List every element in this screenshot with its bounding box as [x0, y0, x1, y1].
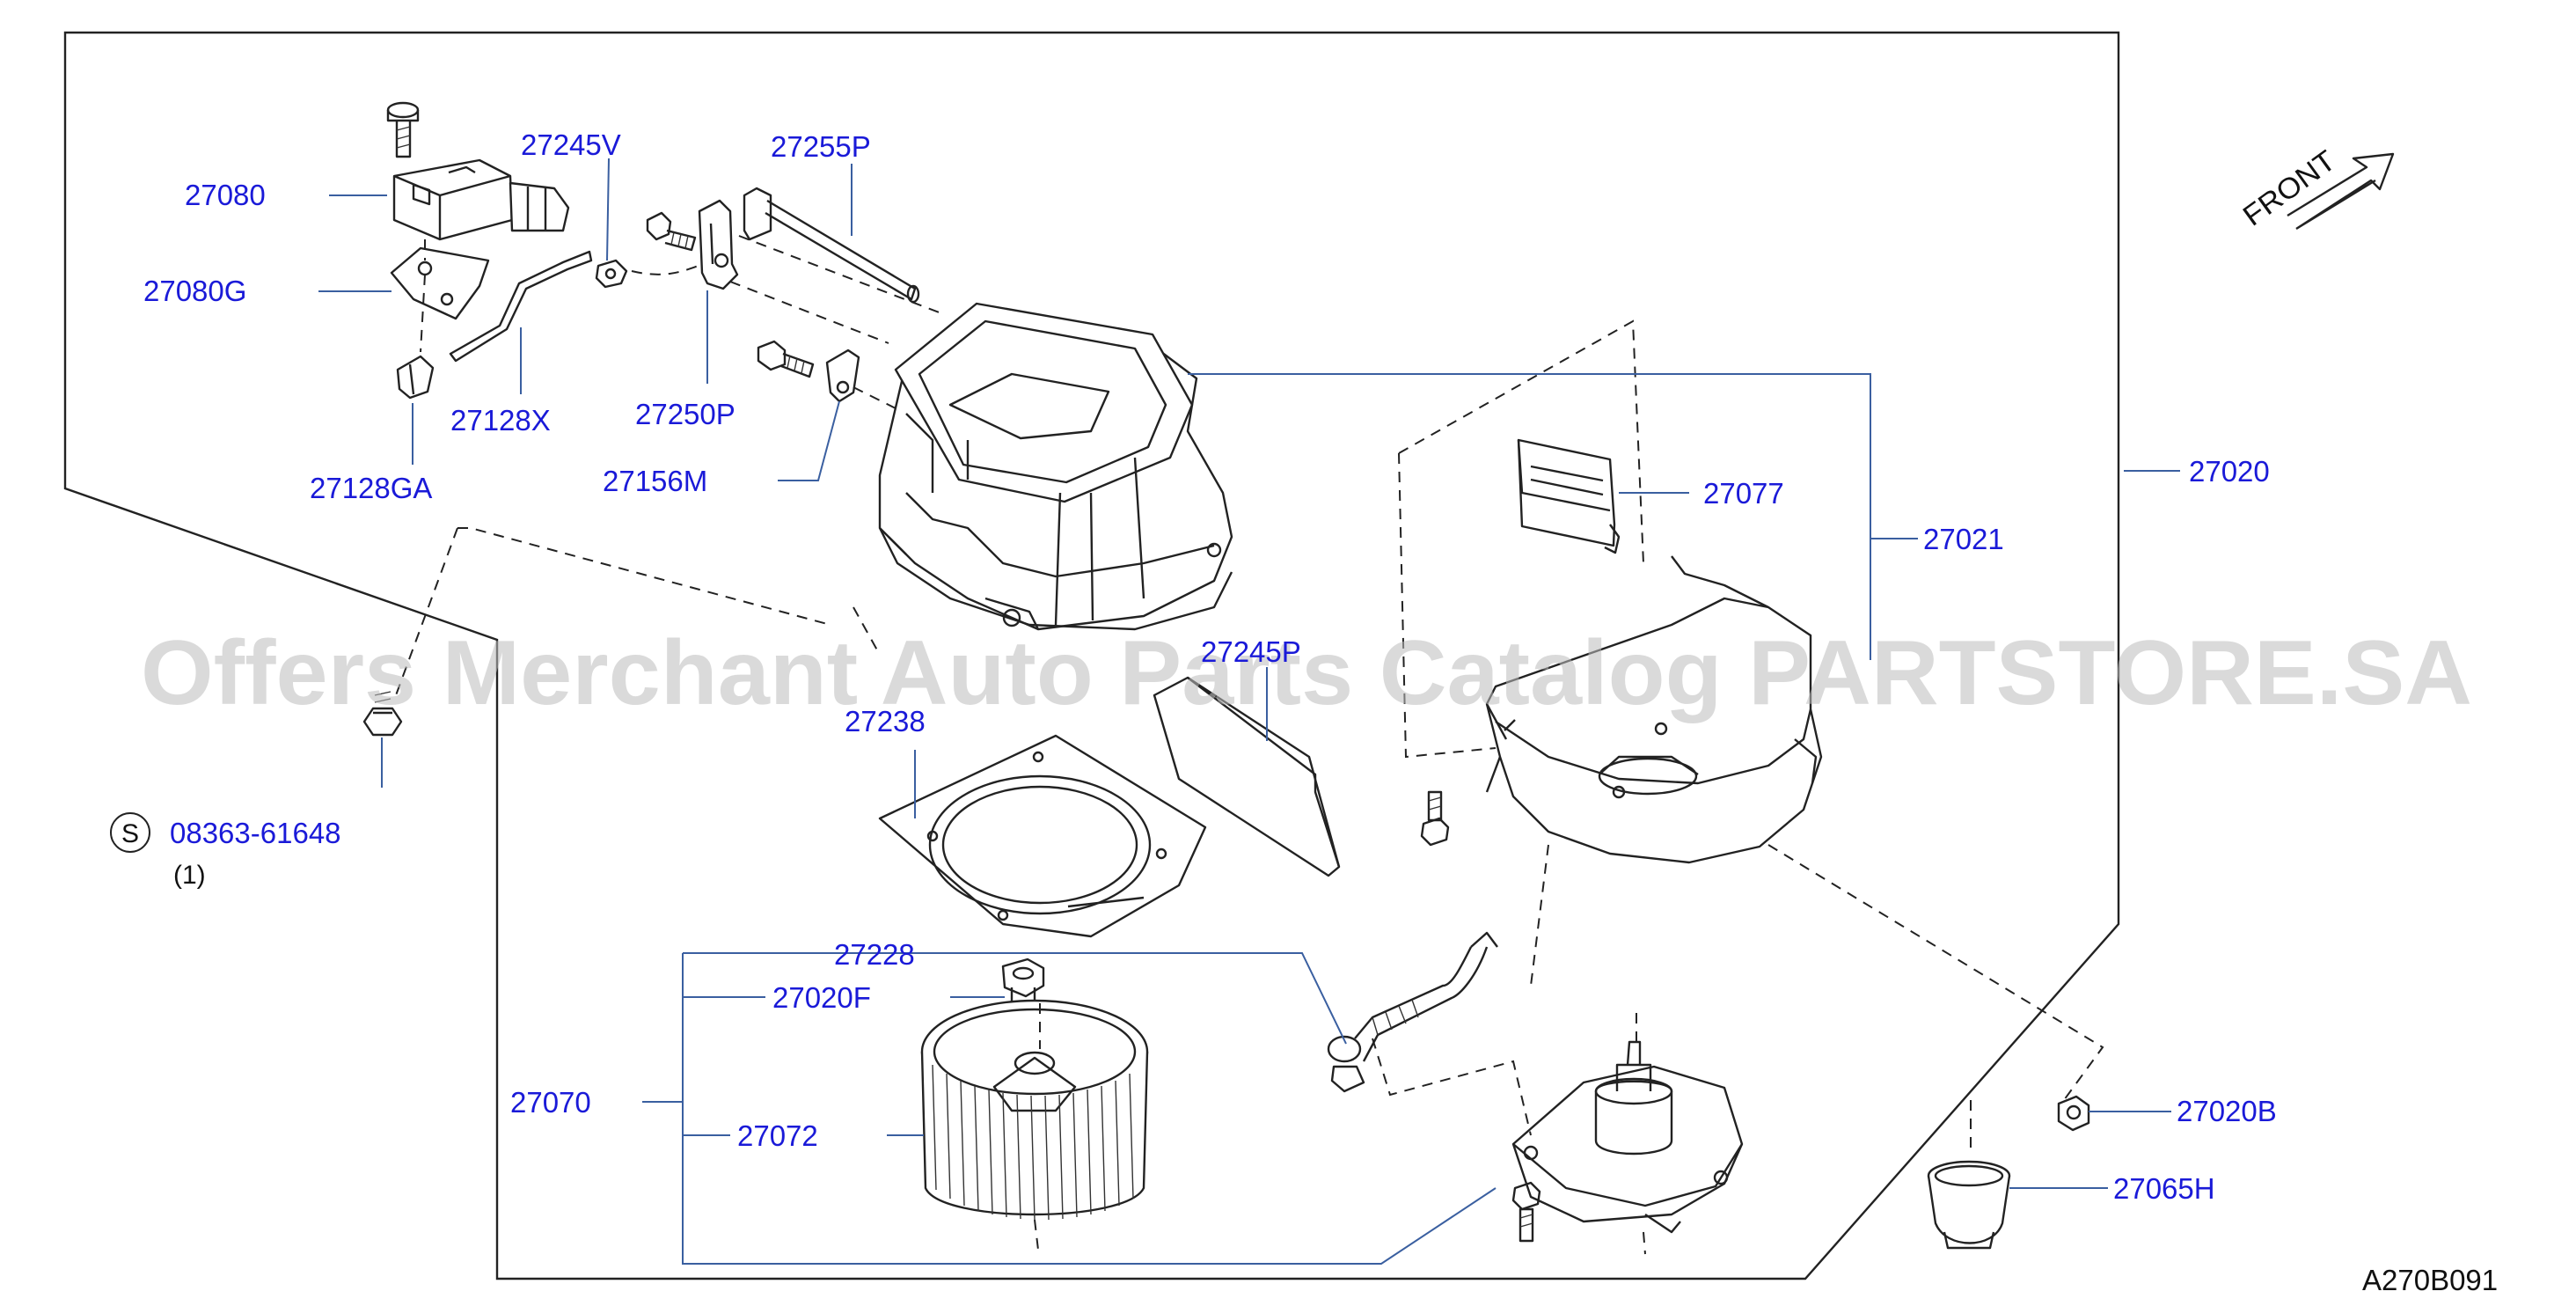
label-27255P[interactable]: 27255P	[771, 130, 871, 163]
watermark: Offers Merchant Auto Parts Catalog PARTS…	[141, 622, 2472, 724]
label-27156M[interactable]: 27156M	[603, 465, 707, 497]
clip-27128GA[interactable]	[396, 355, 435, 400]
label-27245P[interactable]: 27245P	[1201, 635, 1301, 668]
label-27021[interactable]: 27021	[1923, 523, 2004, 555]
nut-27020F[interactable]	[1001, 957, 1045, 1005]
label-27128X[interactable]: 27128X	[450, 404, 551, 437]
label-08363-61648[interactable]: 08363-61648	[170, 817, 341, 849]
motor-27070[interactable]	[1511, 1040, 1744, 1234]
bolt-27080	[386, 101, 420, 158]
label-27228[interactable]: 27228	[834, 938, 915, 971]
assembly-dash-top	[631, 235, 942, 415]
actuator-27080[interactable]	[392, 158, 570, 241]
leader-lines	[318, 158, 2180, 1265]
screw-lever	[646, 211, 697, 252]
diagram-frame	[63, 31, 2120, 1280]
door-27077[interactable]	[1517, 438, 1621, 554]
screw-08363-61648[interactable]	[362, 691, 403, 737]
label-27065H[interactable]: 27065H	[2113, 1172, 2215, 1205]
label-27238[interactable]: 27238	[845, 705, 926, 737]
s-mark: S	[121, 819, 139, 848]
label-27245V[interactable]: 27245V	[521, 128, 621, 161]
label-27077[interactable]: 27077	[1703, 477, 1784, 510]
front-label: FRONT	[2236, 143, 2341, 231]
diagram-ref: A270B091	[2362, 1264, 2498, 1296]
label-27080[interactable]: 27080	[185, 179, 266, 211]
case-dash-box	[1398, 319, 2104, 1101]
front-arrow-icon	[2287, 152, 2395, 231]
label-27250P[interactable]: 27250P	[635, 398, 735, 430]
label-27072[interactable]: 27072	[737, 1119, 818, 1152]
label-27020B[interactable]: 27020B	[2177, 1095, 2277, 1127]
label-27020[interactable]: 27020	[2189, 455, 2270, 488]
s-mark-circle	[110, 812, 150, 853]
dash-left	[395, 527, 881, 696]
intake-housing-27021[interactable]	[878, 302, 1233, 631]
cap-27065H[interactable]	[1927, 1160, 2011, 1250]
label-08363-qty: (1)	[173, 861, 206, 890]
label-08363-61648-group[interactable]: S 08363-61648 (1)	[110, 812, 341, 890]
fan-27072[interactable]	[920, 999, 1149, 1221]
clip-27245V[interactable]	[595, 259, 628, 289]
dash-lower	[1034, 1003, 1646, 1255]
harness-27228[interactable]	[1327, 931, 1498, 1093]
lever-27250P[interactable]	[698, 199, 739, 290]
label-27070[interactable]: 27070	[510, 1086, 591, 1119]
bracket-27080G[interactable]	[390, 239, 490, 353]
label-27020F[interactable]: 27020F	[772, 981, 871, 1014]
label-27080G[interactable]: 27080G	[143, 275, 246, 307]
nut-27020B[interactable]	[2057, 1095, 2090, 1132]
gasket-27238[interactable]	[878, 734, 1207, 938]
screw-motor	[1511, 1181, 1541, 1243]
link-rod-27255P[interactable]	[743, 187, 920, 304]
blower-case-27020[interactable]	[1485, 555, 1823, 864]
bolt-27156M[interactable]	[757, 340, 860, 403]
label-27128GA[interactable]: 27128GA	[310, 472, 432, 504]
rod-27128X[interactable]	[449, 250, 593, 363]
filter-27245P[interactable]	[1153, 676, 1341, 877]
screw-case	[1420, 790, 1450, 847]
